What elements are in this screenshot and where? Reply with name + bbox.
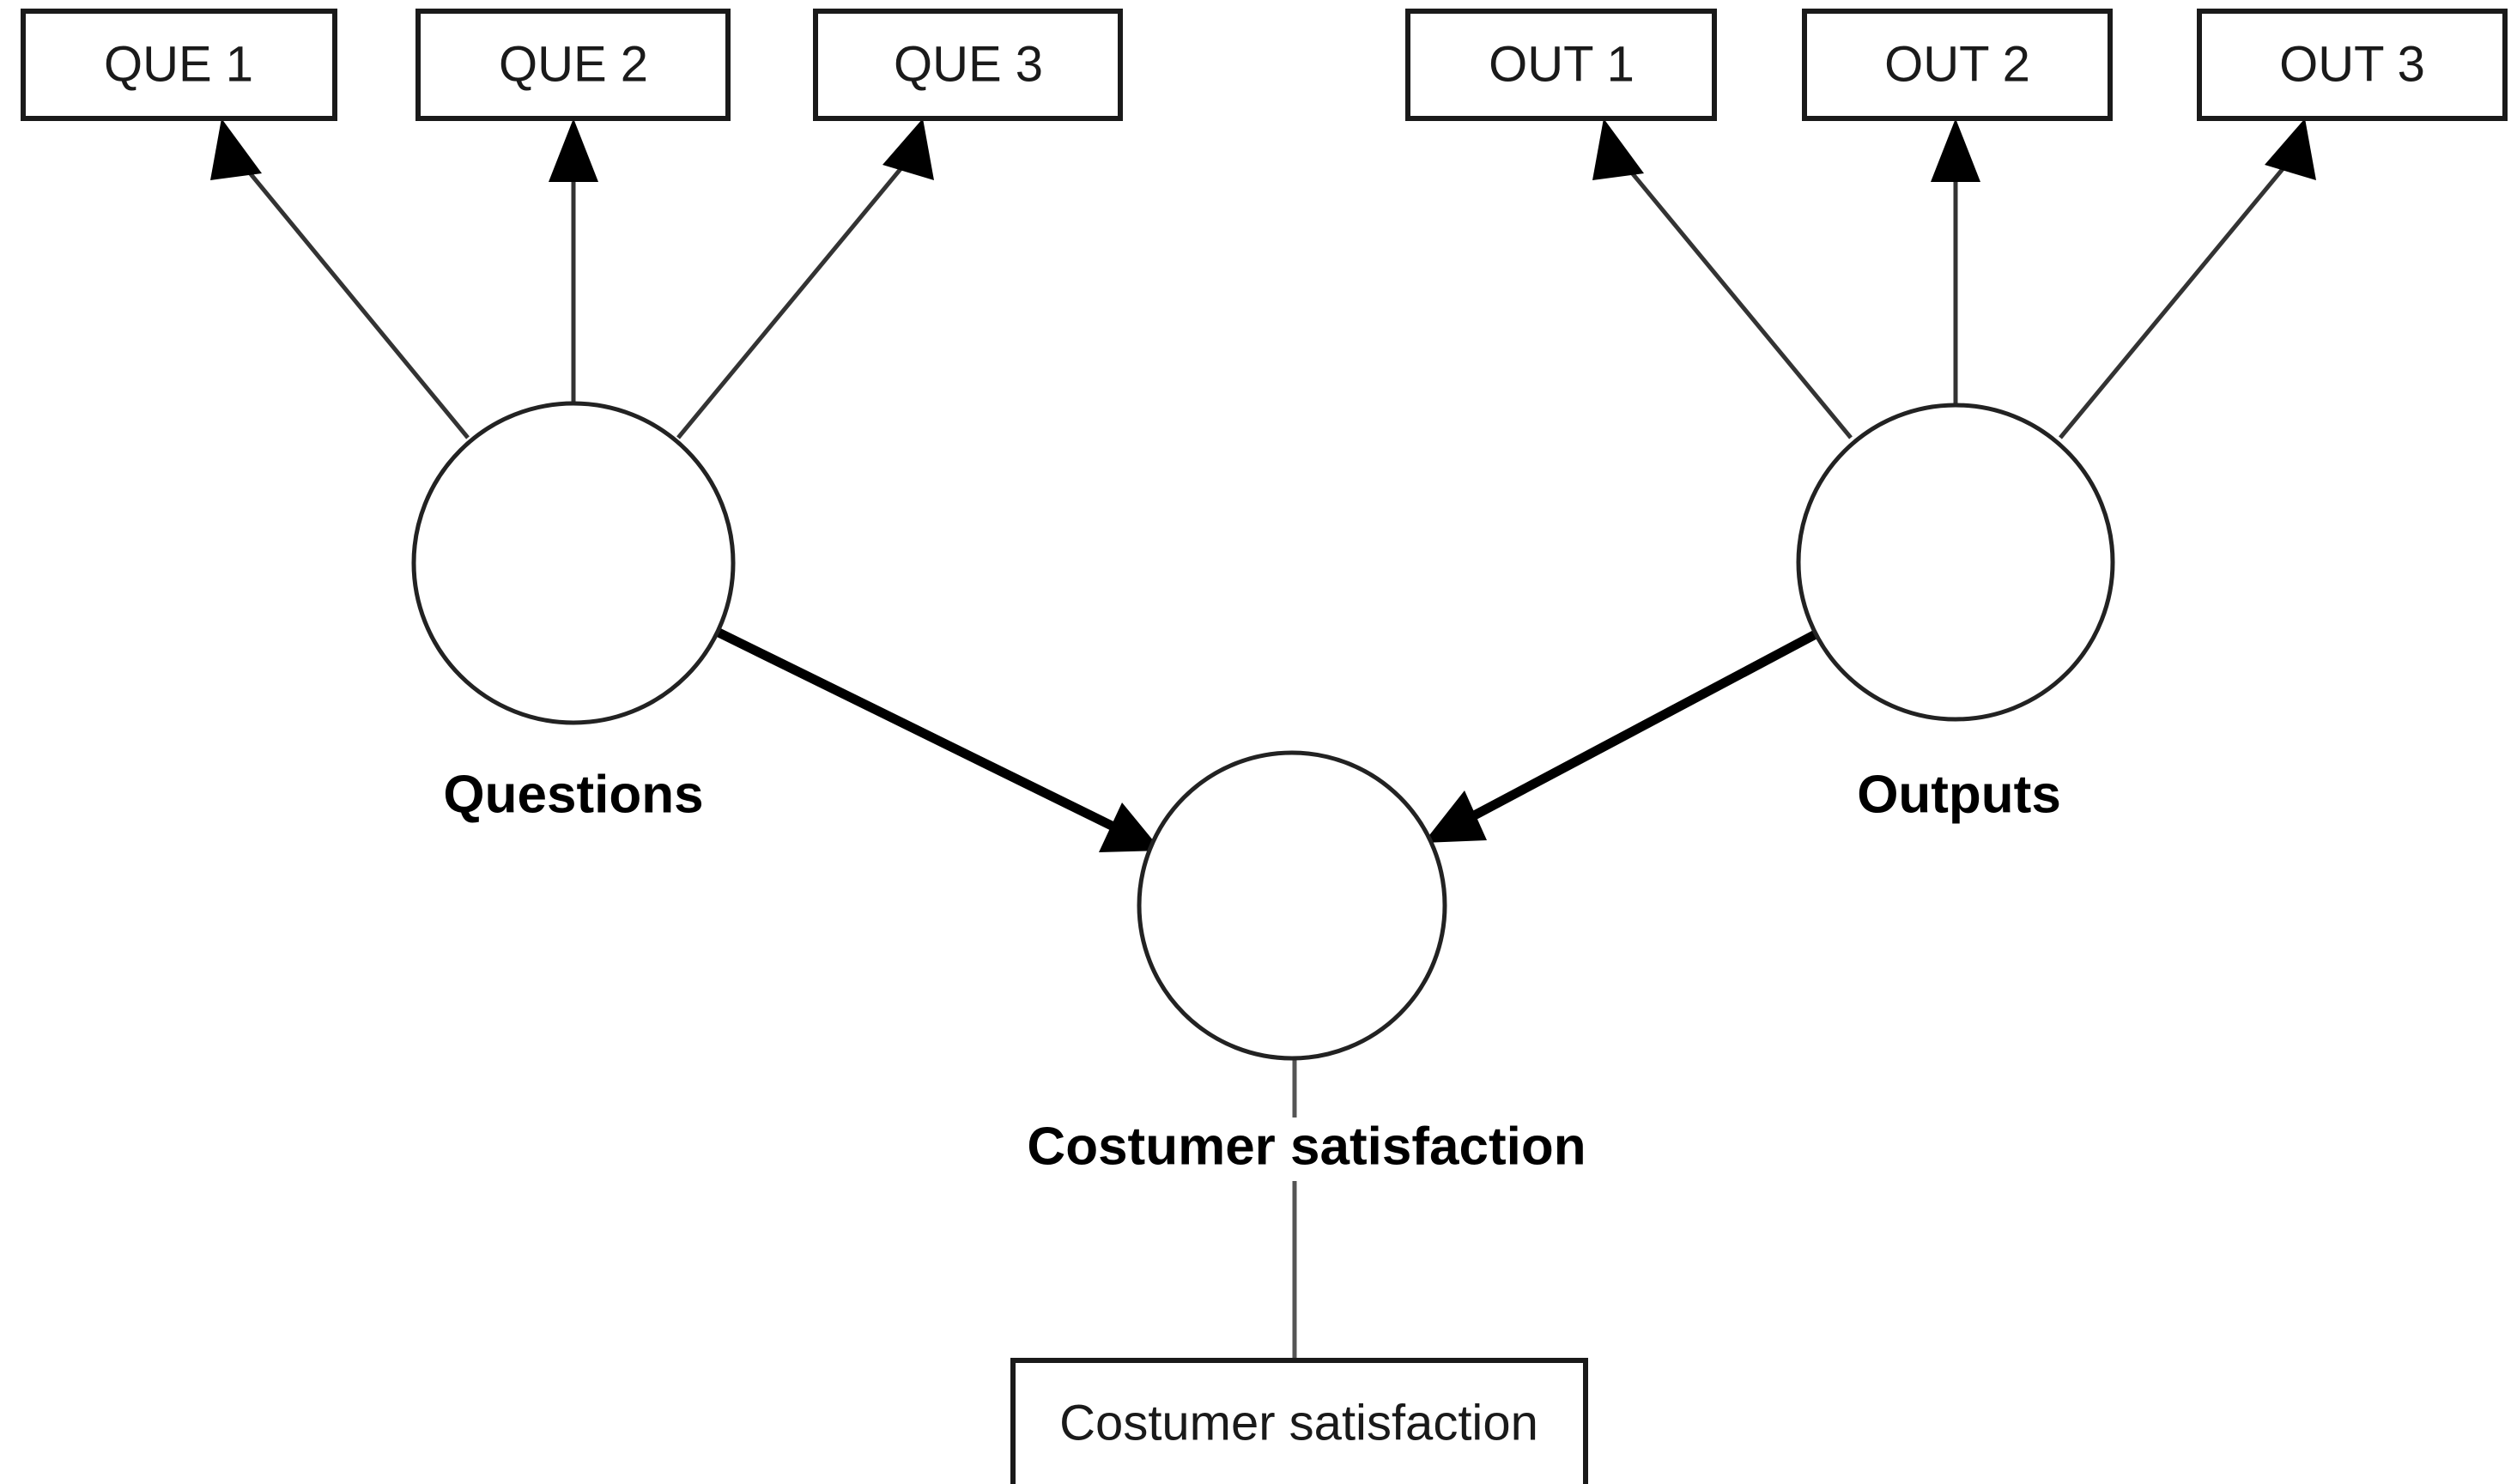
arrow-questions-to-que2 bbox=[549, 118, 598, 403]
arrow-outputs-to-out3 bbox=[2059, 118, 2316, 439]
arrow-outputs-to-satisfaction bbox=[1423, 624, 1829, 843]
latent-circle-questions[interactable] bbox=[411, 401, 736, 725]
indicator-box-out2-label: OUT 2 bbox=[1884, 36, 2030, 92]
latent-label-satisfaction: Costumer satisfaction bbox=[987, 1117, 1629, 1181]
arrow-questions-to-que3 bbox=[676, 118, 934, 439]
latent-label-questions-text: Questions bbox=[443, 765, 703, 824]
latent-circle-satisfaction[interactable] bbox=[1137, 750, 1447, 1061]
indicator-box-que2-label: QUE 2 bbox=[499, 36, 648, 92]
arrow-outputs-to-out1 bbox=[1592, 118, 1853, 439]
indicator-box-que1-label: QUE 1 bbox=[104, 36, 253, 92]
latent-label-questions: Questions bbox=[428, 765, 724, 828]
arrow-questions-to-que1 bbox=[210, 118, 470, 439]
indicator-box-que3-label: QUE 3 bbox=[894, 36, 1043, 92]
indicator-box-out1-label: OUT 1 bbox=[1489, 36, 1635, 92]
indicator-box-out3-label: OUT 3 bbox=[2279, 36, 2425, 92]
arrow-questions-to-satisfaction bbox=[704, 622, 1161, 852]
latent-label-outputs: Outputs bbox=[1844, 765, 2077, 828]
indicator-box-costumer-satisfaction[interactable]: Costumer satisfaction bbox=[1010, 1358, 1588, 1484]
indicator-box-que2[interactable]: QUE 2 bbox=[415, 9, 731, 121]
arrow-outputs-to-out2 bbox=[1931, 118, 1980, 403]
indicator-box-out1[interactable]: OUT 1 bbox=[1405, 9, 1717, 121]
indicator-box-que3[interactable]: QUE 3 bbox=[813, 9, 1123, 121]
indicator-box-que1[interactable]: QUE 1 bbox=[21, 9, 337, 121]
latent-label-satisfaction-text: Costumer satisfaction bbox=[1027, 1117, 1586, 1176]
indicator-box-costumer-satisfaction-label: Costumer satisfaction bbox=[1059, 1395, 1538, 1451]
latent-circle-outputs[interactable] bbox=[1796, 403, 2115, 722]
latent-label-outputs-text: Outputs bbox=[1857, 765, 2061, 824]
indicator-box-out3[interactable]: OUT 3 bbox=[2197, 9, 2508, 121]
indicator-box-out2[interactable]: OUT 2 bbox=[1802, 9, 2113, 121]
